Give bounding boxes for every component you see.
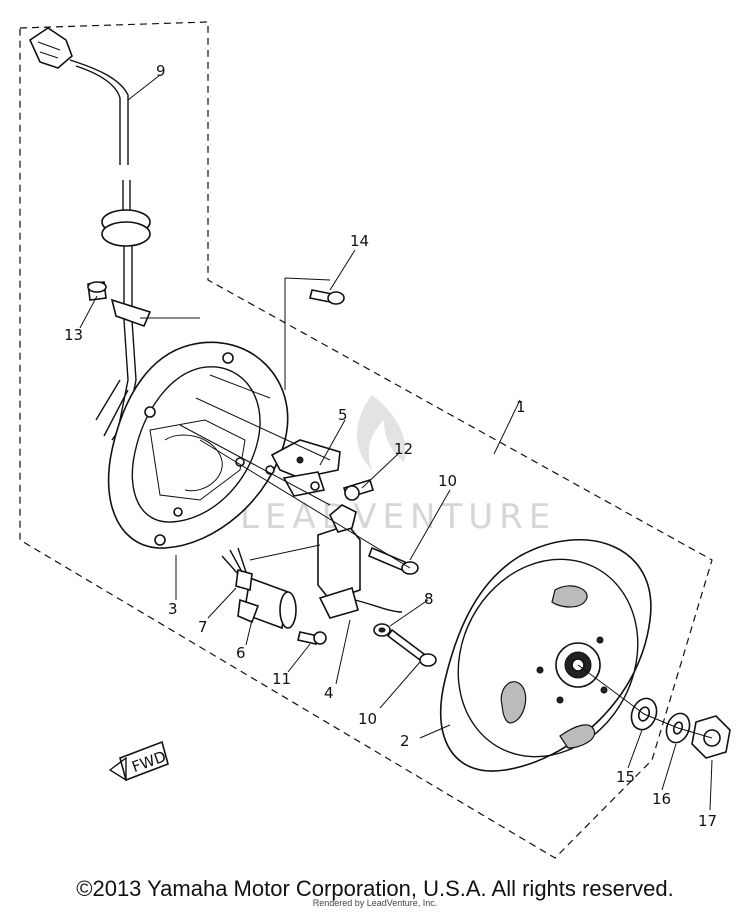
contact-breaker-points	[270, 439, 341, 497]
callout-7: 7	[198, 618, 208, 636]
callout-8: 8	[424, 590, 434, 608]
screw-11	[297, 631, 327, 645]
callout-10-upper: 10	[438, 472, 457, 490]
callout-2: 2	[400, 732, 410, 750]
screw-14	[309, 289, 345, 305]
stator-base-plate	[107, 341, 289, 549]
copyright-notice: ©2013 Yamaha Motor Corporation, U.S.A. A…	[76, 876, 674, 901]
callout-11: 11	[272, 670, 291, 688]
wire-harness	[28, 27, 152, 441]
callout-1: 1	[516, 398, 526, 416]
assembly-outline	[19, 21, 713, 859]
callout-5: 5	[338, 406, 348, 424]
screw-13	[87, 281, 107, 301]
callout-3: 3	[168, 600, 178, 618]
screw-10-lower	[386, 628, 437, 667]
callout-leaders	[79, 74, 713, 811]
ignition-coil	[317, 504, 403, 619]
callout-15: 15	[616, 768, 635, 786]
washer-8	[373, 623, 391, 637]
callout-4: 4	[324, 684, 334, 702]
render-credit: Rendered by LeadVenture, Inc.	[312, 898, 438, 908]
callout-14: 14	[350, 232, 369, 250]
watermark-text: LEADVENTURE	[240, 497, 556, 537]
leader-frame-14	[284, 277, 331, 390]
nut-17	[691, 715, 731, 759]
callout-10-lower: 10	[358, 710, 377, 728]
callout-9: 9	[156, 62, 166, 80]
callout-6: 6	[236, 644, 246, 662]
alignment-lines	[140, 317, 713, 739]
callout-labels: 9 14 13 1 5 12 10 8 10 3 7 6 11 4 2 15 1…	[64, 62, 717, 830]
callout-13: 13	[64, 326, 83, 344]
flywheel-rotor	[440, 538, 652, 772]
watermark: LEADVENTURE	[240, 395, 556, 537]
callout-16: 16	[652, 790, 671, 808]
screw-10-upper	[367, 546, 419, 575]
condenser	[221, 547, 297, 630]
callout-12: 12	[394, 440, 413, 458]
direction-badge: FWD	[108, 740, 169, 782]
callout-17: 17	[698, 812, 717, 830]
